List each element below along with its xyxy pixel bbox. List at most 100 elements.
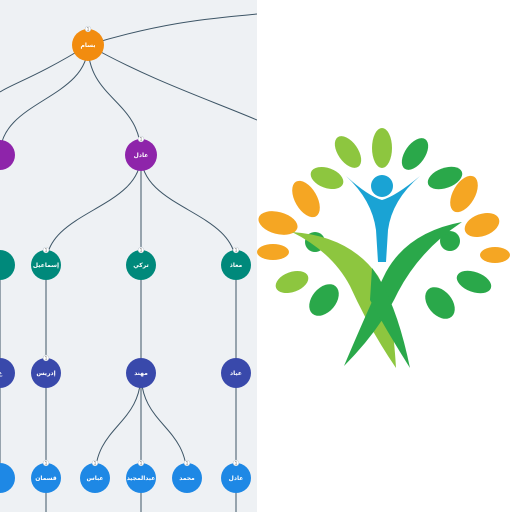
node-badge: [137, 135, 145, 143]
logo-leaf: [334, 136, 362, 168]
tree-node[interactable]: ع: [0, 358, 15, 388]
tree-node[interactable]: عادل 1: [221, 459, 251, 493]
node-badge-count: 1: [87, 26, 90, 31]
node-circle[interactable]: [126, 463, 156, 493]
node-circle[interactable]: [221, 463, 251, 493]
node-badge: [183, 459, 191, 467]
tree-node[interactable]: تركي 1: [126, 246, 156, 280]
tree-node[interactable]: مهند: [126, 358, 156, 388]
node-label: عبدالمجيد: [127, 475, 156, 482]
node-label: إسماعيل: [33, 262, 59, 269]
node-badge: [84, 25, 92, 33]
node-circle[interactable]: [31, 463, 61, 493]
node-badge-count: 1: [45, 355, 48, 360]
logo-leaf: [427, 166, 463, 190]
tree-edge: [140, 154, 237, 266]
node-badge-count: 1: [45, 460, 48, 465]
node-circle[interactable]: [221, 250, 251, 280]
logo-leaf: [310, 166, 344, 190]
family-tree-canvas[interactable]: بسام 1 عادل 1 إسماعيل 1 تركي 1 معاذ 1 ع إدريس 1 مهند ع…: [0, 0, 257, 512]
logo-leaf: [309, 284, 339, 316]
tree-node[interactable]: محمد 1: [172, 459, 202, 493]
node-circle[interactable]: [126, 358, 156, 388]
tree-logo-icon: [257, 128, 510, 368]
node-badge: [232, 246, 240, 254]
node-label: بسام: [80, 42, 95, 49]
logo-leaf: [425, 287, 455, 319]
node-circle[interactable]: [125, 139, 157, 171]
logo-leaf: [456, 270, 492, 294]
family-tree-diagram: بسام 1 عادل 1 إسماعيل 1 تركي 1 معاذ 1 ع إدريس 1 مهند ع…: [0, 13, 257, 512]
tree-edge: [87, 44, 142, 156]
logo-dot: [440, 231, 460, 251]
logo-swoosh-stem: [370, 268, 410, 368]
node-badge-count: 1: [235, 247, 238, 252]
node-circle[interactable]: [172, 463, 202, 493]
tree-node[interactable]: بسام 1: [72, 25, 104, 61]
node-badge: [137, 246, 145, 254]
logo-leaf: [257, 244, 289, 260]
tree-node[interactable]: عياد: [221, 358, 251, 388]
tree-node[interactable]: عبدالمجيد 1: [126, 459, 156, 493]
node-badge-count: 1: [140, 136, 143, 141]
tree-edge: [45, 154, 142, 266]
node-badge: [91, 459, 99, 467]
tree-edge: [94, 372, 142, 479]
logo-person-body: [346, 176, 420, 262]
logo-leaf: [372, 128, 392, 168]
tree-edge: [87, 13, 257, 46]
node-circle[interactable]: [31, 358, 61, 388]
tree-edge: [140, 372, 188, 479]
node-badge: [137, 459, 145, 467]
logo-leaf: [450, 175, 478, 213]
logo-leaf: [275, 270, 309, 294]
logo-swoosh-right: [344, 222, 462, 366]
tree-node[interactable]: [0, 463, 15, 493]
logo-panel: [257, 0, 512, 512]
logo-leaf: [480, 247, 510, 263]
node-badge-count: 1: [235, 460, 238, 465]
node-circle[interactable]: [80, 463, 110, 493]
node-badge: [42, 459, 50, 467]
node-badge: [42, 246, 50, 254]
tree-node[interactable]: إسماعيل 1: [31, 246, 61, 280]
tree-node[interactable]: [0, 250, 15, 280]
logo-person-head: [371, 175, 393, 197]
logo-leaf: [292, 180, 320, 218]
tree-node[interactable]: معاذ 1: [221, 246, 251, 280]
tree-node[interactable]: عادل 1: [125, 135, 157, 171]
logo-swoosh-left: [292, 232, 396, 368]
node-label: تركي: [133, 262, 149, 269]
node-label: عياد: [230, 370, 242, 377]
node-badge-count: 1: [186, 460, 189, 465]
tree-edge: [0, 44, 89, 93]
tree-edge: [87, 44, 257, 121]
node-label: محمد: [179, 475, 195, 482]
logo-leaf: [258, 211, 298, 235]
node-circle[interactable]: [0, 463, 15, 493]
node-circle[interactable]: [0, 140, 15, 170]
node-label: إدريس: [36, 370, 55, 377]
node-circle[interactable]: [72, 29, 104, 61]
node-badge: [42, 354, 50, 362]
node-label: عادل: [229, 475, 244, 482]
node-badge-count: 1: [140, 460, 143, 465]
node-badge-count: 1: [45, 247, 48, 252]
tree-node[interactable]: [0, 140, 15, 170]
tree-node[interactable]: إدريس 1: [31, 354, 61, 388]
node-badge: [232, 459, 240, 467]
node-label: مهند: [134, 370, 148, 377]
node-circle[interactable]: [221, 358, 251, 388]
node-circle[interactable]: [126, 250, 156, 280]
node-badge-count: 1: [140, 247, 143, 252]
node-label: عادل: [134, 152, 149, 159]
node-circle[interactable]: [0, 250, 15, 280]
node-circle[interactable]: [0, 358, 15, 388]
node-label: معاذ: [230, 262, 243, 269]
logo-leaf: [464, 212, 500, 238]
node-label: ع: [0, 370, 3, 377]
node-circle[interactable]: [31, 250, 61, 280]
logo-leaf: [401, 138, 429, 170]
